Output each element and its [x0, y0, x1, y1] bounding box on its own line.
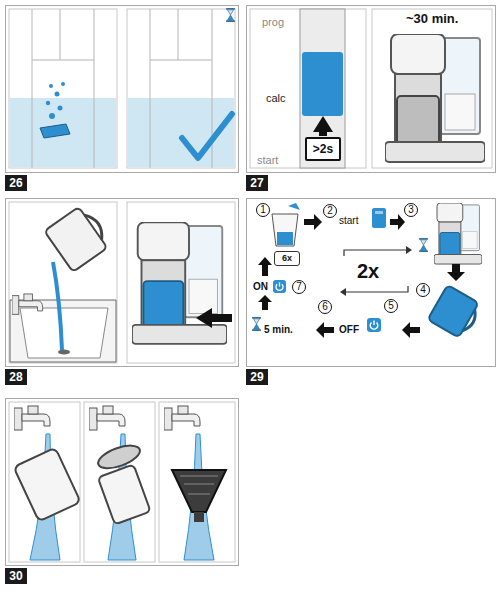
node-text: 1: [260, 205, 266, 215]
node-text: 2: [327, 206, 333, 216]
node-text: 28: [9, 371, 22, 383]
descaling-tablet-figure: [9, 8, 235, 168]
node-text: 6: [322, 302, 328, 312]
program-label: prog: [262, 16, 284, 28]
step-number: 30: [5, 568, 27, 584]
repeat-box: 6x: [274, 251, 300, 266]
node-text: 30: [9, 570, 22, 582]
switch-label: ON: [253, 281, 268, 292]
duration-box: >2s: [305, 137, 341, 161]
node-text: 5: [388, 301, 394, 311]
sequence-number: 7: [292, 280, 306, 294]
fill-water-figure: [9, 202, 235, 363]
sequence-number: 3: [404, 203, 418, 217]
node-text: 6x: [282, 254, 292, 263]
panel-frames: [6, 6, 496, 566]
node-text: 26: [9, 177, 22, 189]
rinse-parts-figure: [9, 402, 235, 562]
node-text: >2s: [313, 143, 333, 155]
duration-label: ~30 min.: [406, 12, 458, 26]
node-text: 29: [250, 371, 263, 383]
sequence-number: 5: [384, 299, 398, 313]
node-text: 27: [250, 177, 263, 189]
step-number: 29: [246, 369, 268, 385]
sequence-number: 4: [416, 283, 430, 297]
step-number: 27: [246, 175, 268, 191]
switch-label: OFF: [339, 324, 359, 335]
step-number: 26: [5, 175, 27, 191]
button-label: start: [339, 215, 358, 226]
node-text: 3: [408, 205, 414, 215]
sequence-number: 6: [318, 300, 332, 314]
node-text: 4: [420, 285, 426, 295]
calc-program-figure: [250, 9, 492, 168]
node-text: 7: [296, 282, 302, 292]
repeat-count: 2x: [357, 260, 379, 282]
program-label: start: [257, 154, 278, 166]
program-label: calc: [266, 92, 286, 104]
sequence-number: 1: [256, 203, 270, 217]
step-number: 28: [5, 369, 27, 385]
descale-cycle-figure: [252, 203, 483, 340]
duration-label: 5 min.: [264, 324, 293, 335]
sequence-number: 2: [323, 204, 337, 218]
